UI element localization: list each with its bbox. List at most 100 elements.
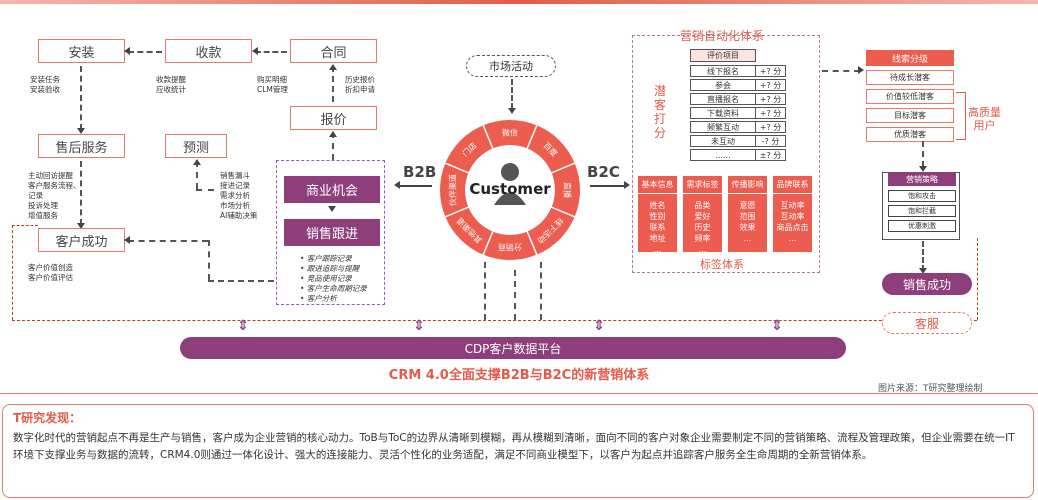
headline: CRM 4.0全面支撑B2B与B2C的新营销体系 <box>388 368 650 383</box>
contract-box: 合同 <box>290 39 377 63</box>
arrow-down-icon <box>77 223 85 229</box>
score-label: 下载资料 <box>690 107 756 119</box>
connector <box>484 262 486 320</box>
score-value: +? 分 <box>756 79 786 91</box>
arrow-down-icon <box>508 108 516 114</box>
tag-system-label: 标签体系 <box>700 258 744 271</box>
score-value: +? 分 <box>756 93 786 105</box>
ring-divider <box>482 125 494 149</box>
strategy-item: 饱和拦截 <box>888 205 956 217</box>
connector <box>332 66 334 102</box>
score-value: -? 分 <box>756 135 786 147</box>
tag-head: 传播影响 <box>728 176 767 194</box>
follow-item: • 客户跟踪记录 <box>300 254 352 263</box>
strategy-item: 饱和攻击 <box>888 190 956 202</box>
ring-divider <box>551 206 575 218</box>
score-label: 未互动 <box>690 135 756 147</box>
arrow-down-icon <box>919 268 927 274</box>
updown-arrow-icon: ⇕ <box>593 318 605 334</box>
tag-head: 品牌联系 <box>773 176 812 194</box>
arrow-up-icon <box>329 131 337 137</box>
connector <box>922 241 924 271</box>
connector <box>540 262 542 320</box>
automation-panel <box>632 35 820 273</box>
user-icon <box>501 163 519 181</box>
score-value: +? 分 <box>756 107 786 119</box>
updown-arrow-icon: ⇕ <box>413 318 425 334</box>
arrow-left-icon <box>124 236 130 244</box>
contract-notes: 购买明细 CLM管理 <box>257 75 288 94</box>
tag-body: 品类 爱好 历史 频率 ... <box>694 201 711 254</box>
ring-inner <box>465 145 555 235</box>
market-activity-pill: 市场活动 <box>466 55 556 77</box>
high-quality-label: 高质量 用户 <box>968 106 1001 132</box>
ring-divider <box>445 206 469 218</box>
source-note: 图片来源：T研究整理绘制 <box>878 384 983 394</box>
sales-follow-box: 销售跟进 <box>284 219 380 246</box>
ring-divider <box>482 231 494 255</box>
score-row: 直播报名+? 分 <box>690 93 786 105</box>
follow-list: • 客户跟踪记录• 跟进追踪与提醒• 竞品使用记录• 客户生命周期记录• 客户分… <box>300 254 367 304</box>
ring-segment-label: 分销商 <box>498 243 522 253</box>
score-row: 参会+? 分 <box>690 79 786 91</box>
forecast-box: 预测 <box>165 134 227 158</box>
arrow-left-icon <box>394 181 400 189</box>
arrow-down-icon <box>919 166 927 172</box>
score-row: 未互动-? 分 <box>690 135 786 147</box>
ring-segment-label: 直播 <box>563 182 573 198</box>
arrow-left-icon <box>252 47 258 55</box>
ring-divider <box>445 162 469 174</box>
finding-panel: T研究发现： 数字化时代的营销起点不再是生产与销售，客户成为企业营销的核心动力。… <box>2 404 1034 498</box>
score-header: 评价项目 <box>690 49 756 62</box>
cdp-platform-bar: CDP客户数据平台 <box>180 337 846 359</box>
follow-item: • 竞品使用记录 <box>300 274 352 283</box>
lead-scoring-label: 潜 客 打 分 <box>653 84 666 140</box>
connector <box>128 240 208 242</box>
tag-column: 需求标签品类 爱好 历史 频率 ... <box>683 176 722 254</box>
tag-column: 传播影响意愿 范围 效果 ... <box>728 176 767 252</box>
opportunity-panel <box>276 160 385 305</box>
follow-item: • 客户分析 <box>300 294 337 303</box>
automation-title: 营销自动化体系 <box>680 29 765 43</box>
arrow-up-icon <box>193 159 201 165</box>
connector <box>208 280 274 282</box>
score-row: 频繁互动+? 分 <box>690 121 786 133</box>
score-row: 下载资料+? 分 <box>690 107 786 119</box>
score-label: 直播报名 <box>690 93 756 105</box>
lead-grade-item: 待成长潜客 <box>866 70 954 85</box>
finding-title: T研究发现： <box>13 411 82 425</box>
connector <box>822 70 860 72</box>
strategy-header: 营销策略 <box>888 172 956 186</box>
ring-divider <box>526 125 538 149</box>
strategy-item: 优惠刺激 <box>888 220 956 232</box>
b2b-label: B2B <box>403 163 437 181</box>
biz-opportunity-box: 商业机会 <box>284 176 380 203</box>
lead-grade-item: 目标潜客 <box>866 108 954 123</box>
updown-arrow-icon: ⇕ <box>771 318 783 334</box>
score-label: 线下报名 <box>690 65 756 77</box>
ring-divider <box>526 231 538 255</box>
b2c-arrow <box>590 185 624 187</box>
connector <box>196 161 198 189</box>
tag-body: 互动率 互动率 商品点击 ... <box>776 201 809 243</box>
loop-line <box>977 238 978 320</box>
connector <box>514 270 516 320</box>
service-pill: 客服 <box>882 312 972 334</box>
loop-line <box>12 225 38 226</box>
connector <box>128 51 162 53</box>
arrow-up-icon <box>329 64 337 70</box>
lead-grade-header: 线索分级 <box>866 50 954 66</box>
connector <box>255 51 287 53</box>
connector <box>80 161 82 225</box>
customer-success-notes: 客户价值创造 客户价值评估 <box>28 263 73 282</box>
updown-arrow-icon: ⇕ <box>237 318 249 334</box>
contract-notes-2: 历史报价 折扣申请 <box>345 75 375 94</box>
connector <box>208 240 210 280</box>
tag-head: 需求标签 <box>683 176 722 194</box>
ring-segment-label: 微信 <box>502 128 518 138</box>
tag-column: 品牌联系互动率 互动率 商品点击 ... <box>773 176 812 252</box>
connector <box>196 189 214 191</box>
tag-body: 意愿 范围 效果 ... <box>739 201 756 243</box>
install-notes: 安装任务 安装验收 <box>30 75 60 94</box>
score-label: ...... <box>690 149 756 161</box>
